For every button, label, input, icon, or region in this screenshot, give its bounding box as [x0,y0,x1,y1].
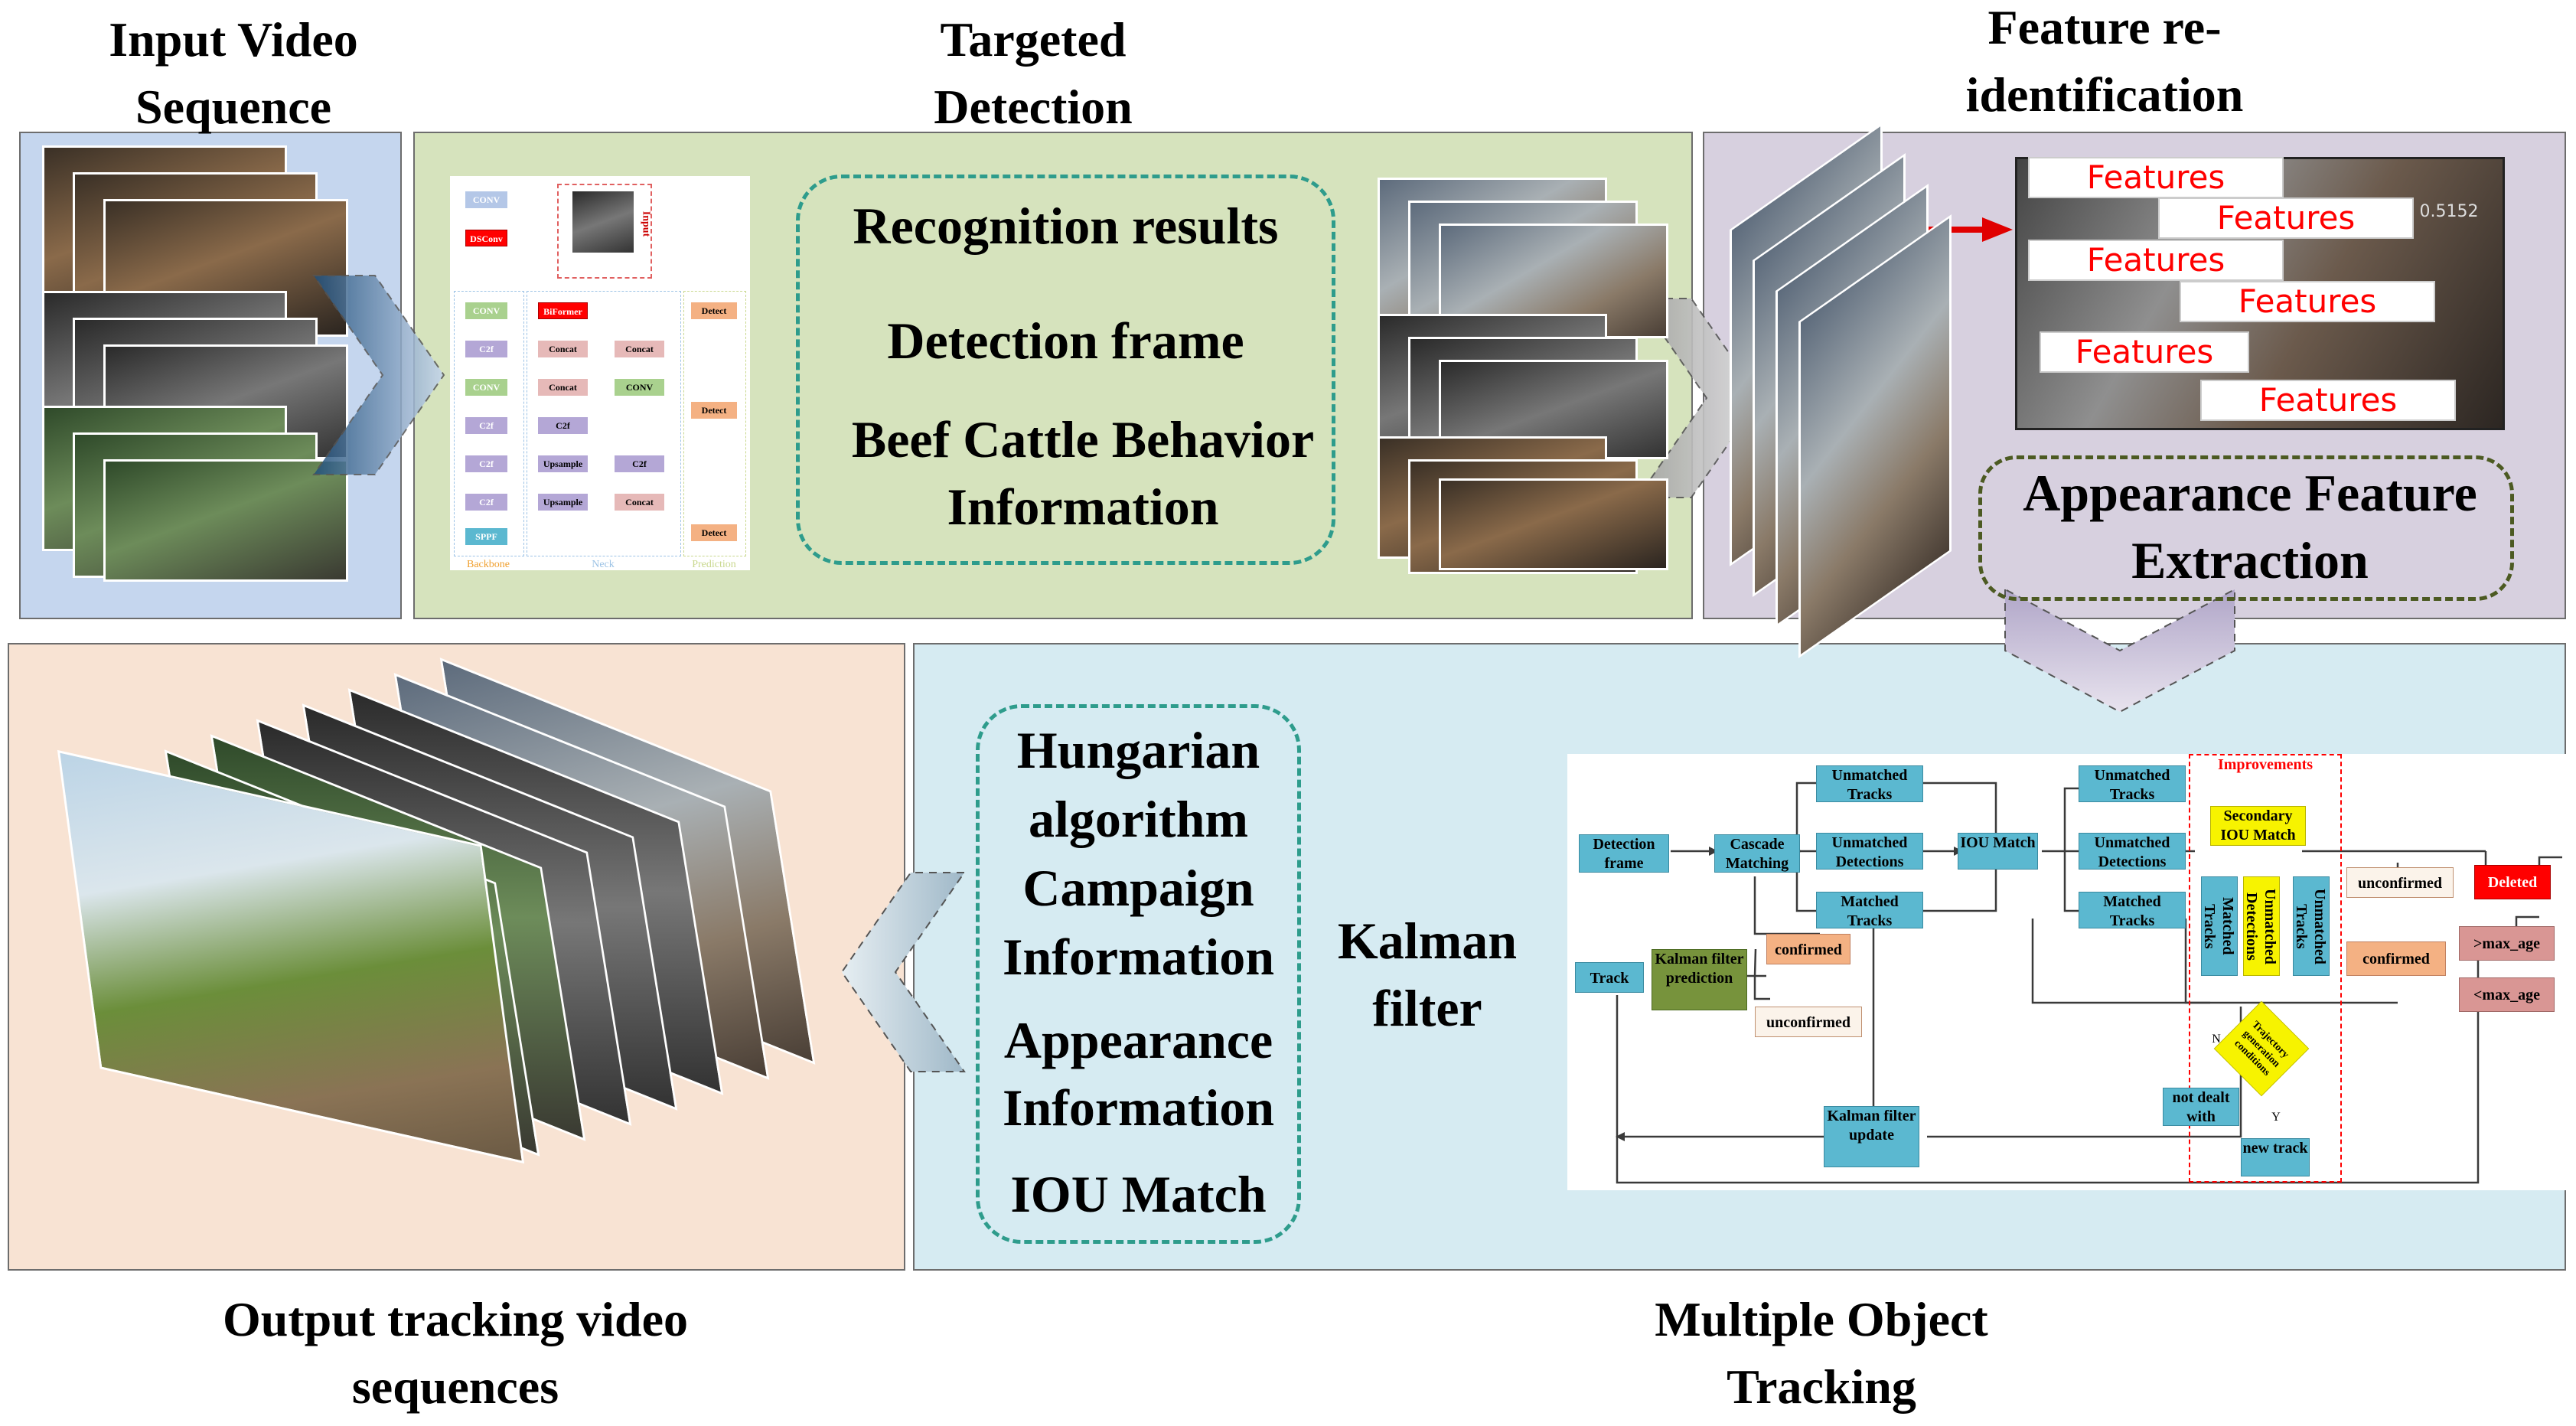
net-neck-label: Neck [592,559,615,570]
net-c2f-3: C2f [465,455,507,472]
iou-match-node: IOU Match [1958,833,2038,870]
appearance-feature-box [1978,455,2514,601]
features-label-3: Features [2028,240,2284,281]
y-label: Y [2271,1111,2281,1124]
unmatched-tracks-node-1: Unmatched Tracks [1816,765,1923,803]
output-frame-stack [31,658,872,1164]
detection-frame-text: Detection frame [887,312,1244,370]
improvements-region [2189,754,2342,1183]
features-label-1: Features [2028,157,2284,198]
not-dealt-with-node: not dealt with [2163,1088,2239,1126]
detection-frame-node: Detection frame [1579,834,1669,873]
new-track-node: new track [2241,1138,2310,1176]
net-concat-4: Concat [615,494,664,511]
features-label-2: Features [2158,197,2414,239]
unmatched-tracks-node-2: Unmatched Tracks [2079,765,2186,803]
detection-results-box [796,175,1335,565]
title-input-video: Input Video Sequence [109,12,358,134]
net-input-label: Input [640,210,652,237]
net-concat-1: Concat [538,341,588,357]
recognition-results-text: Recognition results [853,197,1279,255]
yolo-network-diagram: Input CONV DSConv CONV C2f CONV C2f C2f … [450,176,750,570]
unconfirmed-node-2: unconfirmed [2346,867,2454,898]
deepsort-flowchart: Detection frame Cascade Matching Unmatch… [1567,754,2566,1190]
net-c2f-6: C2f [615,455,664,472]
kalman-update-node: Kalman filter update [1824,1106,1919,1167]
net-prediction-label: Prediction [692,559,736,570]
features-label-4: Features [2180,281,2435,322]
unmatched-detections-vertical: Unmatched Detections [2243,876,2280,976]
matched-tracks-node-2: Matched Tracks [2079,892,2186,929]
net-upsample-2: Upsample [538,494,588,511]
tilted-frame-stack [1730,122,2005,659]
net-detect-3: Detect [691,524,737,541]
unmatched-tracks-vertical: Unmatched Tracks [2293,876,2330,976]
net-c2f-2: C2f [465,417,507,434]
features-label-6: Features [2200,380,2456,421]
lt-max-age-node: <max_age [2459,977,2555,1012]
matched-tracks-node-1: Matched Tracks [1816,892,1923,929]
iou-match-text: IOU Match [1010,1165,1267,1223]
net-sppf: SPPF [465,528,507,545]
unmatched-detections-node-2: Unmatched Detections [2079,833,2186,870]
track-node: Track [1575,962,1644,993]
net-conv-3: CONV [465,379,507,396]
title-targeted-detection: Targeted Detection [934,12,1133,134]
detected-frame-9 [1439,478,1668,570]
title-feature-reid: Feature re-identification [1965,0,2244,122]
net-dsconv: DSConv [465,230,507,246]
net-c2f-5: C2f [538,417,588,434]
title-multiple-object-tracking: Multiple Object Tracking [1655,1292,1988,1414]
net-detect-2: Detect [691,402,737,419]
secondary-iou-node: Secondary IOU Match [2210,806,2306,846]
kalman-prediction-node: Kalman filter prediction [1652,949,1747,1010]
unconfirmed-node-1: unconfirmed [1755,1007,1862,1037]
behavior-info-text: Beef Cattle Behavior Information [851,410,1315,536]
gt-max-age-node: >max_age [2459,926,2555,961]
confirmed-node-2: confirmed [2346,941,2446,976]
n-label: N [2212,1033,2221,1046]
unmatched-detections-node-1: Unmatched Detections [1816,833,1923,870]
cascade-matching-node: Cascade Matching [1714,834,1800,873]
improvements-label: Improvements [2217,756,2314,773]
tracking-info-box [976,704,1301,1244]
features-label-5: Features [2040,331,2249,373]
deleted-node: Deleted [2474,865,2551,899]
net-biformer: BiFormer [538,302,588,319]
matched-tracks-vertical: Matched Tracks [2201,876,2238,976]
title-output-tracking: Output tracking video sequences [222,1292,689,1414]
net-conv-2: CONV [465,302,507,319]
kalman-filter-text: Kalman filter [1337,912,1518,1037]
net-backbone-label: Backbone [467,559,510,570]
appearance-feature-text: Appearance Feature Extraction [2023,464,2477,589]
net-c2f-1: C2f [465,341,507,357]
hungarian-algorithm-text: Hungarian algorithm Campaign Information [1002,721,1275,986]
score-label: 0.5152 [2419,202,2479,221]
input-frame-9 [103,459,348,582]
net-concat-2: Concat [538,379,588,396]
net-conv-1: CONV [465,191,507,208]
net-detect-1: Detect [691,302,737,319]
net-concat-3: Concat [615,341,664,357]
net-c2f-4: C2f [465,494,507,511]
appearance-information-text: Appearance Information [1002,1011,1275,1137]
net-conv-4: CONV [615,379,664,396]
net-upsample-1: Upsample [538,455,588,472]
confirmed-node-1: confirmed [1766,934,1850,964]
